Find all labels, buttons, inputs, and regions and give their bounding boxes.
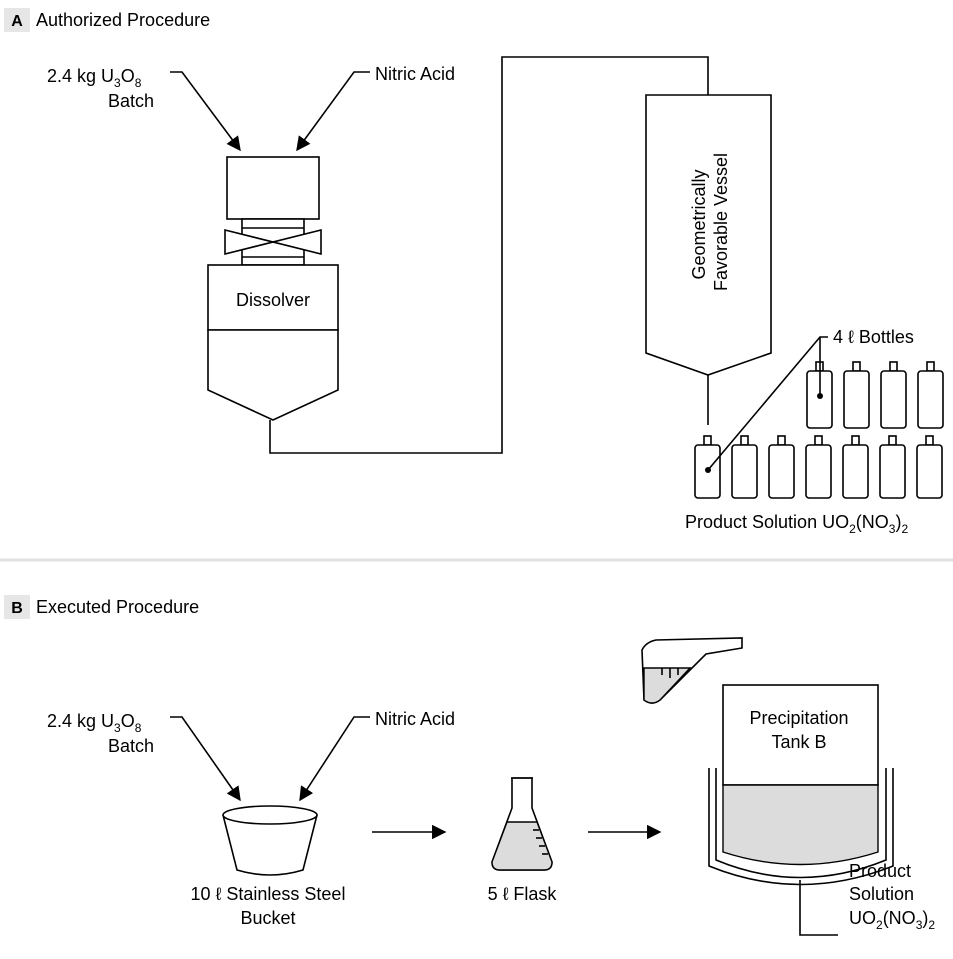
panel-a-badge [4, 8, 30, 32]
valve-icon [224, 228, 322, 256]
product-label-b-line3: UO2(NO3)2 [849, 908, 935, 932]
bottles-label: 4 ℓ Bottles [833, 327, 914, 347]
panel-b-title: Executed Procedure [36, 597, 199, 617]
acid-arrow-b [299, 716, 370, 802]
bottle [880, 361, 907, 429]
batch-arrow-b [170, 716, 241, 802]
bottle [843, 361, 870, 429]
tank-label: Precipitation [749, 708, 848, 728]
panel-b-badge-letter: B [11, 600, 23, 617]
panel-a: A Authorized Procedure 2.4 kg U3O8 Batch… [4, 8, 944, 536]
tank-liquid [722, 784, 879, 866]
bottle [768, 435, 795, 499]
bottle [805, 435, 832, 499]
batch-label-b-line2: Batch [108, 736, 154, 756]
batch-label-a-line2: Batch [108, 91, 154, 111]
bottle [917, 361, 944, 429]
bottle [694, 435, 721, 499]
bucket-label: 10 ℓ Stainless Steel [191, 884, 346, 904]
bucket-label-line2: Bucket [240, 908, 295, 928]
transfer-pipe [269, 56, 709, 454]
tank-outlet [799, 880, 838, 936]
dissolver-tank [207, 264, 339, 331]
panel-b-badge [4, 595, 30, 619]
bottle [879, 435, 906, 499]
batch-label-a: 2.4 kg U3O8 [47, 66, 142, 90]
product-label-a: Product Solution UO2(NO3)2 [685, 512, 908, 536]
panel-a-title: Authorized Procedure [36, 10, 210, 30]
flask-label: 5 ℓ Flask [488, 884, 558, 904]
tank-jacket [715, 768, 887, 879]
acid-arrow-a [296, 71, 370, 152]
panel-b: B Executed Procedure 2.4 kg U3O8 Batch N… [4, 595, 935, 936]
dissolver-label: Dissolver [236, 290, 310, 310]
vessel-label: Geometrically Favorable Vessel [689, 153, 731, 291]
bucket-icon [222, 805, 318, 876]
bottles-group [694, 361, 944, 499]
acid-label-b: Nitric Acid [375, 709, 455, 729]
favorable-vessel [645, 94, 772, 376]
dissolver-hopper [226, 156, 320, 220]
pouring-flask-icon [641, 637, 743, 704]
batch-label-b: 2.4 kg U3O8 [47, 711, 142, 735]
bottle [916, 435, 943, 499]
product-label-b: Product [849, 861, 911, 881]
tank-label-line2: Tank B [771, 732, 826, 752]
bottle [842, 435, 869, 499]
acid-label-a: Nitric Acid [375, 64, 455, 84]
dissolver-cone [207, 329, 339, 421]
batch-arrow-a [170, 71, 241, 152]
panel-a-badge-letter: A [11, 13, 23, 30]
bottle [731, 435, 758, 499]
precipitation-tank [708, 684, 894, 886]
flask-icon [491, 777, 553, 871]
product-label-b-line2: Solution [849, 884, 914, 904]
